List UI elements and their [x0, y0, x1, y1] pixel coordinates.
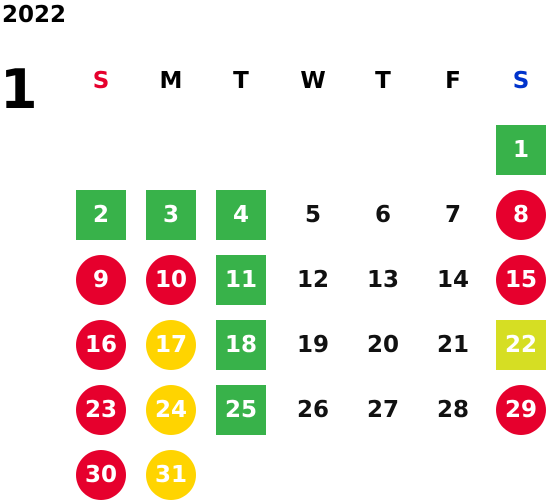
day-cell[interactable]: 13 — [358, 255, 408, 305]
day-cell[interactable]: 22 — [496, 320, 546, 370]
day-number: 17 — [154, 332, 187, 358]
day-number: 15 — [504, 267, 537, 293]
day-cell[interactable]: 26 — [288, 385, 338, 435]
day-cell[interactable]: 5 — [288, 190, 338, 240]
day-number: 2 — [92, 202, 109, 228]
day-cell[interactable]: 9 — [76, 255, 126, 305]
weekday-label: S — [512, 68, 530, 94]
day-number: 16 — [84, 332, 117, 358]
day-cell[interactable]: 4 — [216, 190, 266, 240]
day-number: 9 — [92, 267, 109, 293]
day-cell[interactable]: 15 — [496, 255, 546, 305]
day-cell[interactable]: 3 — [146, 190, 196, 240]
day-cell[interactable]: 17 — [146, 320, 196, 370]
day-cell[interactable]: 2 — [76, 190, 126, 240]
weekday-label: M — [159, 68, 183, 94]
day-number: 28 — [436, 397, 469, 423]
day-cell[interactable]: 23 — [76, 385, 126, 435]
day-number: 4 — [232, 202, 249, 228]
day-cell[interactable]: 31 — [146, 450, 196, 500]
weekday-label: S — [92, 68, 110, 94]
day-number: 27 — [366, 397, 399, 423]
day-cell[interactable]: 29 — [496, 385, 546, 435]
day-number: 29 — [504, 397, 537, 423]
weekday-label: W — [300, 68, 326, 94]
day-number: 24 — [154, 397, 187, 423]
day-cell[interactable]: 18 — [216, 320, 266, 370]
day-number: 20 — [366, 332, 399, 358]
day-number: 23 — [84, 397, 117, 423]
day-cell[interactable]: 12 — [288, 255, 338, 305]
day-cell[interactable]: 20 — [358, 320, 408, 370]
day-cell[interactable]: 8 — [496, 190, 546, 240]
day-cell[interactable]: 25 — [216, 385, 266, 435]
day-number: 14 — [436, 267, 469, 293]
day-number: 11 — [224, 267, 257, 293]
weekday-label: F — [445, 68, 461, 94]
day-number: 22 — [504, 332, 537, 358]
day-number: 13 — [366, 267, 399, 293]
weekday-label: T — [233, 68, 249, 94]
day-cell[interactable]: 24 — [146, 385, 196, 435]
day-cell[interactable]: 16 — [76, 320, 126, 370]
day-number: 26 — [296, 397, 329, 423]
day-number: 8 — [512, 202, 529, 228]
day-cell[interactable]: 1 — [496, 125, 546, 175]
day-cell[interactable]: 21 — [428, 320, 478, 370]
day-number: 31 — [154, 462, 187, 488]
day-number: 3 — [162, 202, 179, 228]
day-number: 25 — [224, 397, 257, 423]
day-cell[interactable]: 7 — [428, 190, 478, 240]
day-cell[interactable]: 28 — [428, 385, 478, 435]
day-cell[interactable]: 6 — [358, 190, 408, 240]
day-cell[interactable]: 14 — [428, 255, 478, 305]
day-cell[interactable]: 10 — [146, 255, 196, 305]
weekday-label: T — [375, 68, 391, 94]
day-number: 5 — [304, 202, 321, 228]
day-cell[interactable]: 27 — [358, 385, 408, 435]
month-number: 1 — [0, 58, 38, 121]
day-number: 1 — [512, 137, 529, 163]
day-number: 18 — [224, 332, 257, 358]
day-number: 19 — [296, 332, 329, 358]
day-number: 7 — [444, 202, 461, 228]
day-cell[interactable]: 11 — [216, 255, 266, 305]
day-number: 30 — [84, 462, 117, 488]
day-number: 10 — [154, 267, 187, 293]
day-cell[interactable]: 19 — [288, 320, 338, 370]
day-cell[interactable]: 30 — [76, 450, 126, 500]
year-label: 2022 — [2, 2, 67, 28]
day-number: 21 — [436, 332, 469, 358]
day-number: 6 — [374, 202, 391, 228]
day-number: 12 — [296, 267, 329, 293]
